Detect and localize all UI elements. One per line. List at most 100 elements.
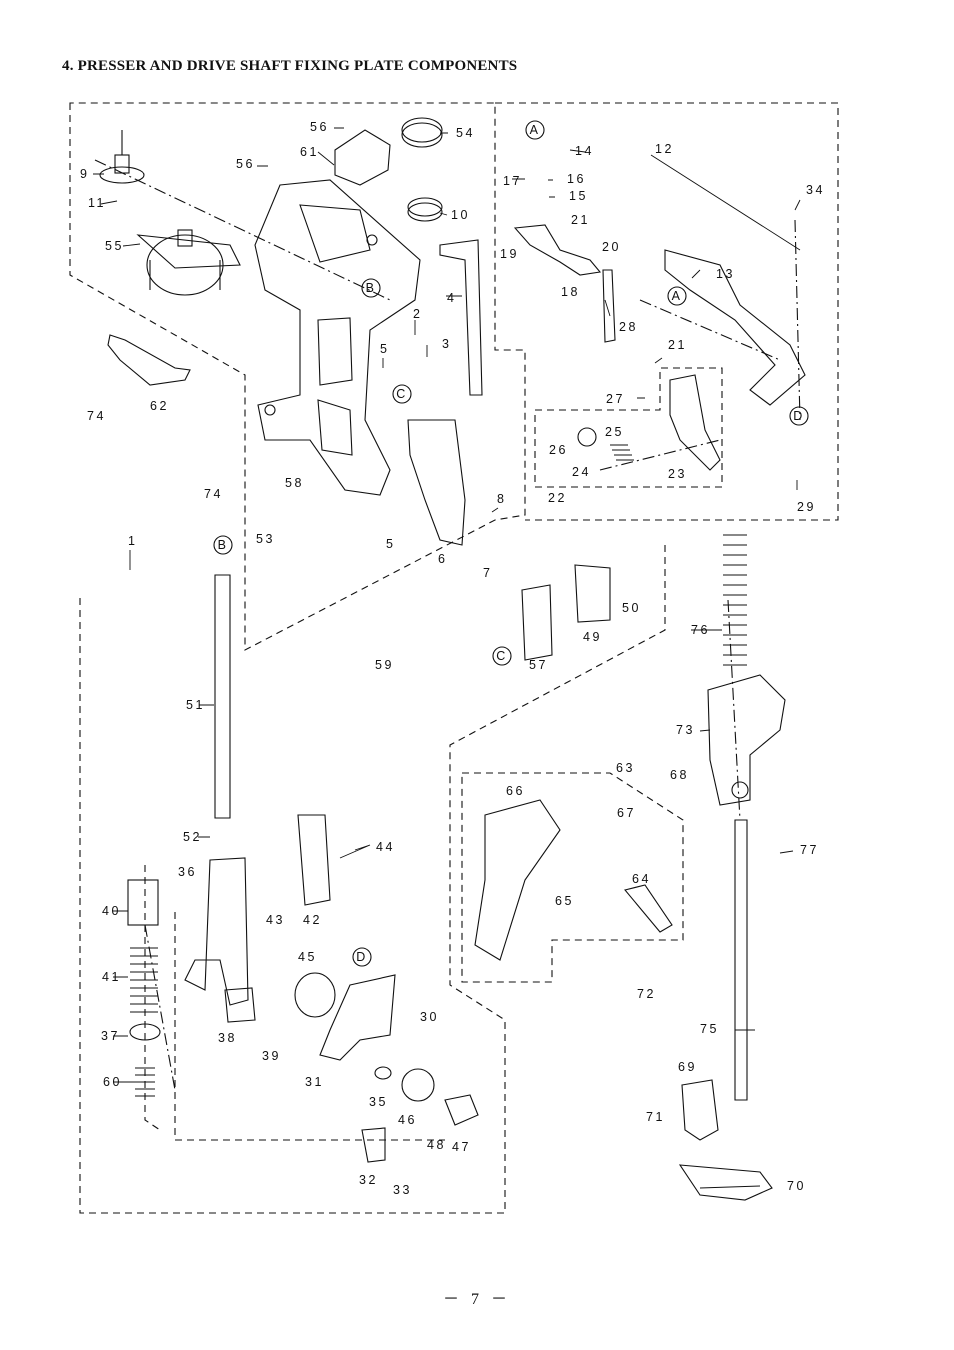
callout-c: C	[396, 387, 408, 401]
part-label: 11	[88, 196, 106, 210]
part-label: 36	[178, 865, 197, 879]
shaft-assembly-boundary	[79, 540, 666, 1214]
spring-76	[723, 534, 747, 666]
gear-9	[99, 166, 145, 184]
holder-69	[681, 1079, 719, 1141]
part-label: 35	[369, 1095, 388, 1109]
part-label: 48	[427, 1138, 446, 1152]
lever-62	[107, 334, 191, 386]
subassembly-63-boundary	[461, 772, 684, 983]
part-label: 50	[622, 601, 641, 615]
bracket-49	[574, 564, 611, 623]
callout-a: A	[672, 289, 683, 303]
part-label: 46	[398, 1113, 417, 1127]
knob-54	[401, 122, 443, 148]
spring-25	[610, 444, 634, 461]
part-label: 44	[376, 840, 395, 854]
part-label: 68	[670, 768, 689, 782]
callout-b: B	[366, 281, 377, 295]
part-label: 20	[602, 240, 621, 254]
part-label: 19	[500, 247, 519, 261]
presser-foot-70	[678, 1164, 773, 1201]
part-label: 58	[285, 476, 304, 490]
block-40	[127, 879, 159, 926]
part-label: 74	[204, 487, 223, 501]
callout-a: A	[530, 123, 541, 137]
part-label: 53	[256, 532, 275, 546]
part-label: 21	[668, 338, 687, 352]
part-label: 60	[103, 1075, 122, 1089]
bar-75	[734, 819, 748, 1101]
part-label: 1	[128, 534, 137, 548]
part-label: 71	[646, 1110, 665, 1124]
part-label: 57	[529, 658, 548, 672]
part-label: 56	[310, 120, 329, 134]
plate-42	[297, 814, 331, 906]
part-label: 37	[101, 1029, 120, 1043]
part-label: 5	[386, 537, 395, 551]
part-label: 33	[393, 1183, 412, 1197]
part-label: 17	[503, 174, 522, 188]
part-label: 77	[800, 843, 819, 857]
part-label: 2	[413, 307, 422, 321]
gear-45	[294, 972, 336, 1018]
part-label: 30	[420, 1010, 439, 1024]
part-label: 67	[617, 806, 636, 820]
spring-41	[130, 947, 158, 1013]
part-label: 9	[80, 167, 89, 181]
lever-13	[664, 249, 806, 406]
part-label: 70	[787, 1179, 806, 1193]
part-label: 69	[678, 1060, 697, 1074]
part-label: 49	[583, 630, 602, 644]
part-label: 12	[655, 142, 674, 156]
part-label: 25	[605, 425, 624, 439]
part-label: 5	[380, 342, 389, 356]
callout-c: C	[496, 649, 508, 663]
part-label: 54	[456, 126, 475, 140]
part-label: 75	[700, 1022, 719, 1036]
part-label: 27	[606, 392, 625, 406]
part-label: 41	[102, 970, 121, 984]
part-label: 6	[438, 552, 447, 566]
part-label: 23	[668, 467, 687, 481]
part-label: 8	[497, 492, 506, 506]
part-label: 72	[637, 987, 656, 1001]
part-label: 51	[186, 698, 205, 712]
part-label: 59	[375, 658, 394, 672]
part-label: 29	[797, 500, 816, 514]
piece-38	[224, 987, 256, 1023]
part-label: 32	[359, 1173, 378, 1187]
lower-left-boundary	[174, 912, 445, 1141]
part-label: 21	[571, 213, 590, 227]
arm-36	[184, 857, 249, 1006]
assembly-boundary	[69, 102, 526, 651]
subassembly-22-boundary	[534, 367, 723, 488]
part-label: 42	[303, 913, 322, 927]
part-label: 13	[716, 267, 735, 281]
holder-73	[707, 674, 786, 806]
part-label: 56	[236, 157, 255, 171]
callout-b: B	[218, 538, 229, 552]
part-label: 14	[575, 144, 594, 158]
part-label: 73	[676, 723, 695, 737]
part-label: 28	[619, 320, 638, 334]
link-28	[602, 269, 616, 343]
part-label: 4	[447, 291, 456, 305]
part-label: 43	[266, 913, 285, 927]
part-label: 18	[561, 285, 580, 299]
shaft-51	[214, 574, 231, 819]
part-label: 7	[483, 566, 492, 580]
callout-d: D	[793, 409, 805, 423]
part-label: 39	[262, 1049, 281, 1063]
part-label: 64	[632, 872, 651, 886]
part-label: 40	[102, 904, 121, 918]
part-label: 62	[150, 399, 169, 413]
lever-66	[474, 799, 561, 961]
nut-37	[129, 1023, 161, 1041]
part-label: 47	[452, 1140, 471, 1154]
spring-46	[401, 1068, 435, 1102]
page-title: 4. PRESSER AND DRIVE SHAFT FIXING PLATE …	[62, 58, 518, 74]
spring-60	[135, 1067, 155, 1097]
bracket-31	[319, 974, 396, 1061]
